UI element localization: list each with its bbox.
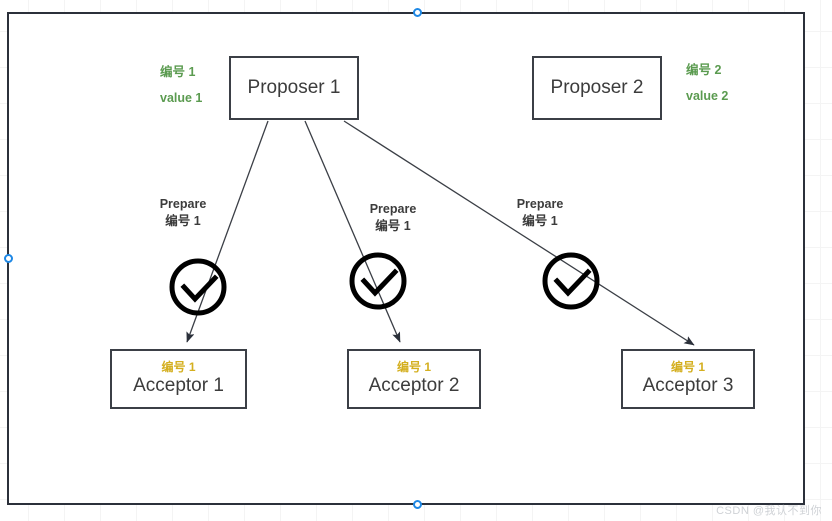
edge-label-prepare-2-number: 编号 1 — [375, 218, 411, 233]
node-acceptor-3[interactable]: 编号 1 Acceptor 3 — [621, 349, 755, 409]
edge-label-prepare-3-number: 编号 1 — [522, 213, 558, 228]
resize-handle-middle-left[interactable] — [4, 254, 13, 263]
annotation-proposer-2: 编号 2 value 2 — [686, 64, 728, 102]
annotation-proposer-2-number: 编号 2 — [686, 63, 722, 77]
edge-label-prepare-2: Prepare 编号 1 — [347, 201, 439, 235]
edge-label-prepare-3-action: Prepare — [516, 197, 564, 211]
annotation-proposer-1-value: value 1 — [160, 90, 203, 105]
annotation-proposer-1: 编号 1 value 1 — [160, 66, 202, 104]
node-proposer-1[interactable]: Proposer 1 — [229, 56, 359, 120]
edge-label-prepare-1-action: Prepare — [159, 197, 207, 211]
watermark: CSDN @我认不到你 — [716, 505, 822, 517]
node-acceptor-2[interactable]: 编号 1 Acceptor 2 — [347, 349, 481, 409]
annotation-proposer-1-number: 编号 1 — [160, 65, 196, 79]
node-acceptor-1-number: 编号 1 — [161, 359, 196, 374]
node-acceptor-2-number: 编号 1 — [396, 359, 431, 374]
node-acceptor-1-label: Acceptor 1 — [133, 375, 224, 397]
edge-label-prepare-3: Prepare 编号 1 — [494, 196, 586, 230]
node-proposer-2-label: Proposer 2 — [550, 77, 644, 99]
edge-label-prepare-1: Prepare 编号 1 — [137, 196, 229, 230]
node-proposer-2[interactable]: Proposer 2 — [532, 56, 662, 120]
node-acceptor-1[interactable]: 编号 1 Acceptor 1 — [110, 349, 247, 409]
node-proposer-1-label: Proposer 1 — [247, 77, 341, 99]
resize-handle-top-center[interactable] — [413, 8, 422, 17]
resize-handle-bottom-center[interactable] — [413, 500, 422, 509]
node-acceptor-2-label: Acceptor 2 — [368, 375, 460, 397]
node-acceptor-3-label: Acceptor 3 — [642, 375, 734, 397]
node-acceptor-3-number: 编号 1 — [670, 359, 705, 374]
edge-label-prepare-1-number: 编号 1 — [165, 213, 201, 228]
annotation-proposer-2-value: value 2 — [686, 88, 729, 103]
edge-label-prepare-2-action: Prepare — [369, 202, 417, 216]
